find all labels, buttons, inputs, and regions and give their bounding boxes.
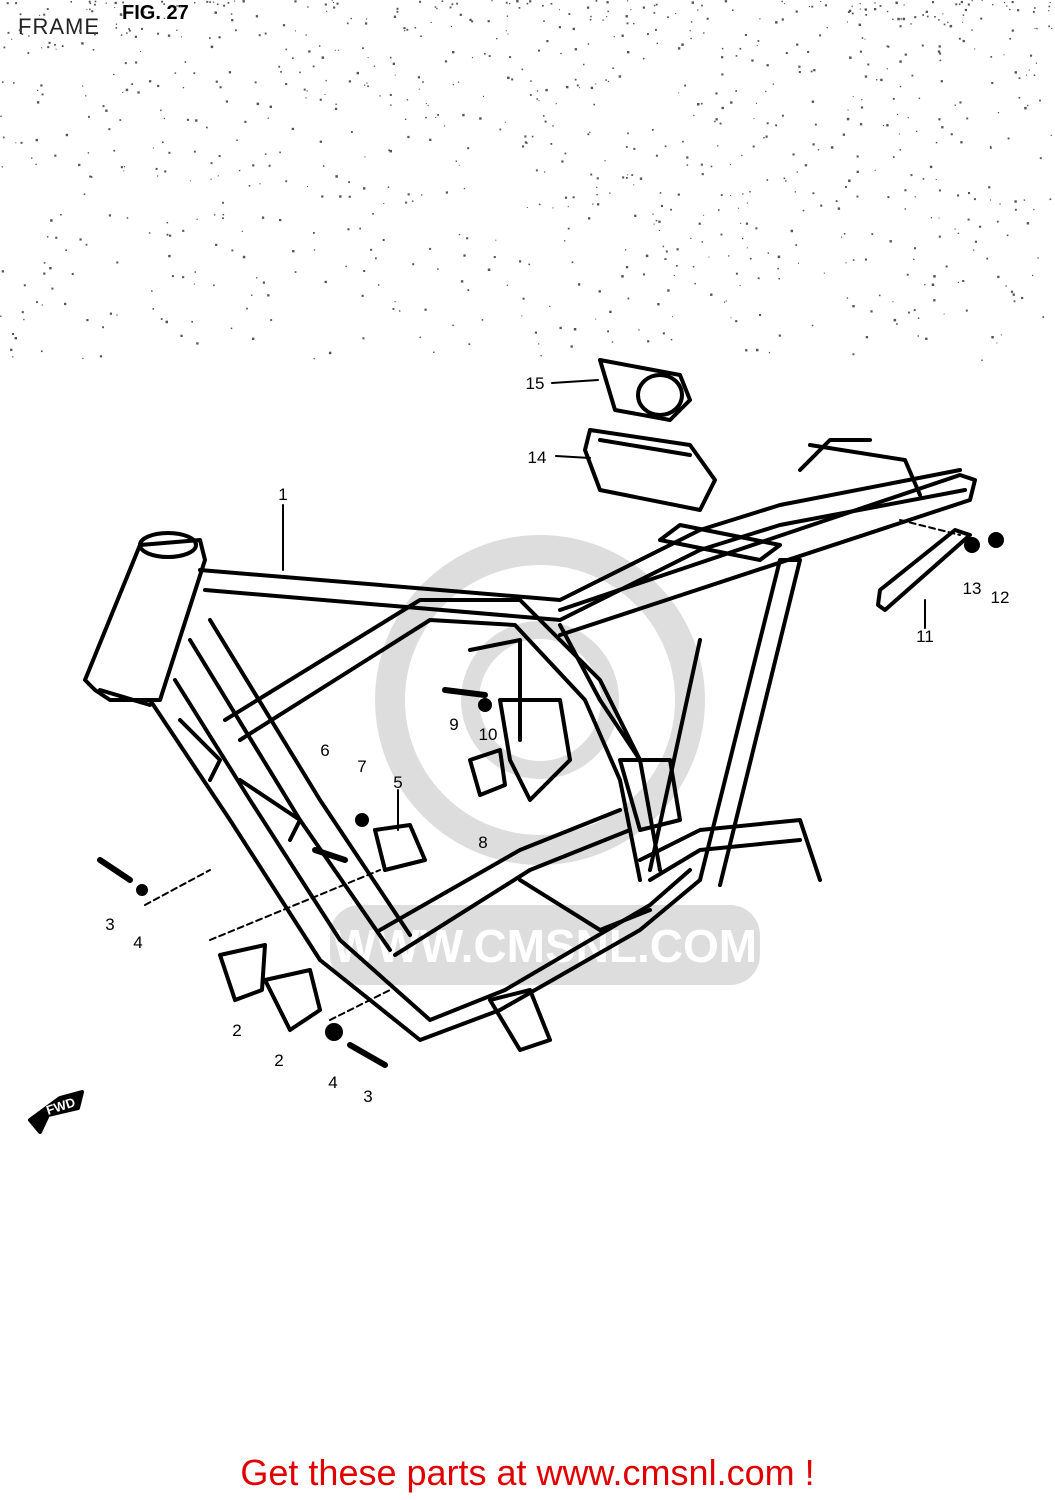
- footer-link[interactable]: Get these parts at www.cmsnl.com !: [240, 1452, 815, 1493]
- fwd-label: FWD: [44, 1094, 77, 1117]
- callout-6: 6: [320, 741, 329, 760]
- callout-10: 10: [479, 725, 498, 744]
- callout-8: 8: [478, 833, 487, 852]
- callout-2: 2: [232, 1021, 241, 1040]
- callout-13: 13: [963, 579, 982, 598]
- callout-11: 11: [916, 627, 934, 646]
- scan-noise: [0, 0, 1053, 361]
- callout-4: 4: [133, 933, 142, 952]
- callout-4: 4: [328, 1073, 337, 1092]
- callout-3: 3: [105, 915, 114, 934]
- callout-15: 15: [526, 374, 545, 393]
- callout-3: 3: [363, 1087, 372, 1106]
- watermark-text: WWW.CMSNL.COM: [333, 920, 757, 972]
- callout-2: 2: [274, 1051, 283, 1070]
- callout-9: 9: [449, 715, 458, 734]
- callout-1: 1: [278, 485, 287, 504]
- callout-7: 7: [357, 757, 366, 776]
- callout-12: 12: [991, 588, 1010, 607]
- frame-assembly: [28, 358, 1004, 1134]
- callout-5: 5: [393, 773, 402, 792]
- callout-14: 14: [528, 448, 547, 467]
- page-title: FRAME: [18, 14, 100, 39]
- figure-number: FIG. 27: [122, 2, 189, 24]
